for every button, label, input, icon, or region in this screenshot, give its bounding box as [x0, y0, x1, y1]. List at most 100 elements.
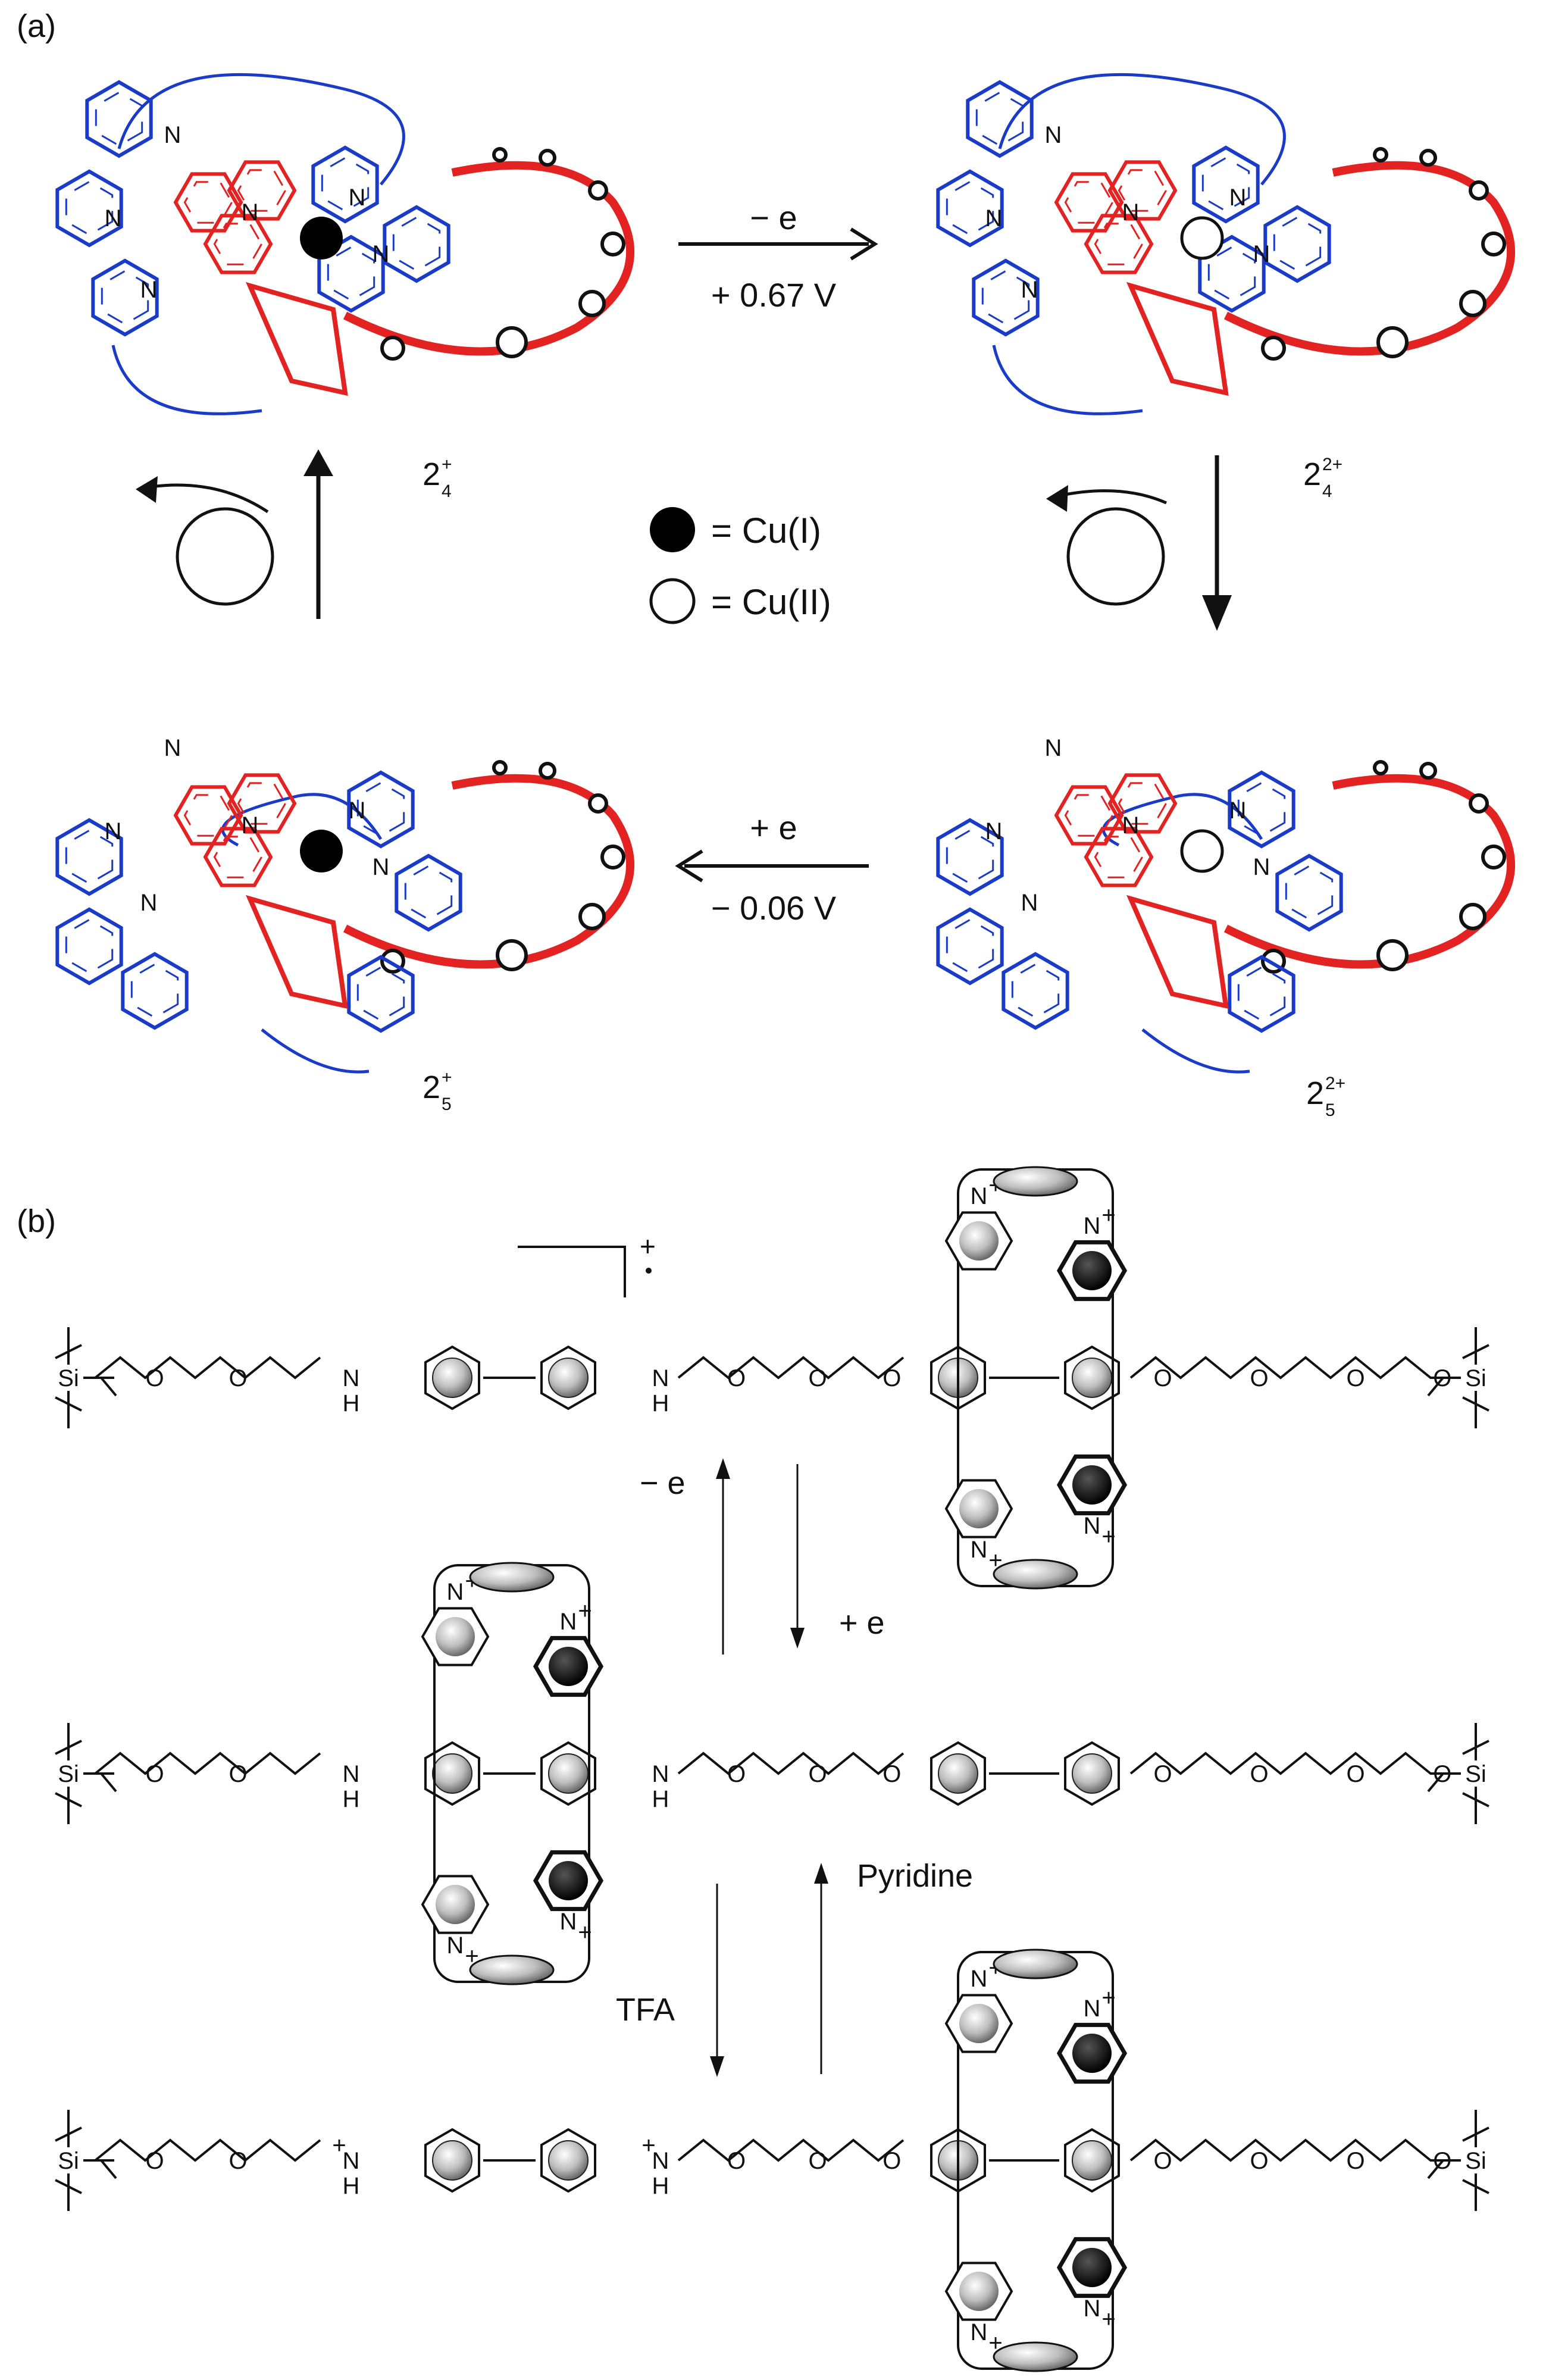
- glycol-mid-o-2: O: [882, 2148, 901, 2174]
- nitrogen-2: N: [140, 277, 158, 303]
- red-macrocycle-loop: [1223, 161, 1516, 356]
- benzidine-ring-2-ball: [548, 2140, 589, 2181]
- blue-ring-1-inner: [65, 918, 114, 974]
- benzidine-ring-1-ball: [432, 1358, 472, 1398]
- glycol-left-o-0: O: [145, 1761, 164, 1787]
- nitrogen-5: N: [373, 241, 390, 267]
- nitrogen-3: N: [1229, 184, 1247, 211]
- nitrogen-4: N: [242, 199, 259, 226]
- blue-ring-2-inner: [130, 963, 179, 1019]
- cbpqt-ring-n-3: N: [560, 1909, 577, 1935]
- copper-1-icon: [300, 217, 343, 259]
- silyl-left-branch-a-0: [55, 1740, 82, 1755]
- silyl-right-branch-a-1: [1462, 2179, 1489, 2194]
- blue-ring-0: [85, 80, 153, 158]
- red-ring-2: [1084, 214, 1154, 274]
- red-phenyl: [245, 895, 348, 1009]
- nitrogen-5: N: [1253, 241, 1270, 267]
- blue-ring-5-inner: [392, 216, 441, 272]
- b-arrow-tfa: TFA: [616, 1884, 724, 2077]
- red-macrocycle-loop: [343, 774, 635, 969]
- red-ring-2-inner: [213, 223, 263, 265]
- blue-ring-1: [936, 169, 1004, 248]
- glycol-right-o-1: O: [1250, 2148, 1268, 2174]
- amine-h-left: H: [343, 1390, 360, 1416]
- glycol-mid: [677, 1356, 905, 1380]
- blue-ring-2: [91, 258, 159, 337]
- red-phenyl: [245, 282, 348, 396]
- oxygen-icon-5: [539, 762, 556, 780]
- copper-1-icon: [300, 830, 343, 872]
- red-ring-0: [173, 785, 243, 846]
- glycol-right-o-2: O: [1346, 1761, 1365, 1787]
- red-ring-0: [1054, 785, 1124, 846]
- cu2-marker-icon: [649, 578, 696, 624]
- blue-ring-3: [1228, 770, 1295, 849]
- cbpqt-ring-bipy-ball-1: [959, 1489, 999, 1528]
- benzidine-ring-1-ball: [432, 2140, 472, 2181]
- b-arrow-pyridine-label: Pyridine: [857, 1858, 973, 1894]
- silyl-left-branch-a-1: [55, 2179, 82, 2194]
- oxygen-icon-6: [1373, 760, 1388, 775]
- blue-ring-2-inner: [101, 270, 149, 326]
- nitrogen-1: N: [985, 205, 1003, 232]
- blue-ring-5: [383, 205, 450, 283]
- silyl-right-branch-a-1: [1462, 1792, 1489, 1807]
- red-ring-1: [227, 773, 297, 834]
- blue-ring-1: [55, 907, 123, 986]
- oxygen-icon-4: [588, 180, 608, 201]
- state-tl-sup: +: [442, 455, 452, 474]
- cbpqt-ring-bipy-ball-3: [549, 1861, 588, 1900]
- silyl-left-si: Si: [58, 1365, 79, 1391]
- glycol-mid-o-0: O: [727, 2148, 746, 2174]
- nitrogen-4: N: [1122, 812, 1140, 839]
- blue-ring-1: [936, 907, 1004, 986]
- state-bl-sub: 5: [442, 1094, 452, 1114]
- red-ring-2: [203, 827, 273, 887]
- oxygen-icon-0: [380, 336, 405, 361]
- silyl-right-branch-b-2: [1427, 1772, 1444, 1793]
- silyl-right-branch-a-1: [1462, 1396, 1489, 1412]
- blue-ring-2-inner: [981, 270, 1030, 326]
- left-up-arrow: [136, 449, 333, 619]
- oxygen-icon-3: [1481, 845, 1506, 870]
- glycol-mid-o-2: O: [882, 1365, 901, 1391]
- cbpqt-ring-plus-3: +: [1101, 2306, 1115, 2332]
- silyl-left-branch-a-1: [55, 1396, 82, 1412]
- blue-ring-2: [972, 258, 1040, 337]
- silyl-left-branch-b-2: [100, 1772, 117, 1793]
- benzidine-ring-2-ball: [548, 1358, 589, 1398]
- panel-a-label: (a): [17, 8, 56, 44]
- glycol-mid-o-1: O: [808, 1365, 827, 1391]
- oxygen-icon-2: [1459, 290, 1486, 317]
- silyl-right-branch-a-0: [1462, 1344, 1489, 1359]
- red-phenyl: [1126, 895, 1229, 1009]
- cu1-marker-icon: [650, 507, 695, 552]
- nitrogen-0: N: [164, 735, 181, 761]
- oxygen-icon-0: [1261, 336, 1286, 361]
- blue-ring-3: [311, 145, 379, 224]
- state-tr-sub: 4: [1322, 481, 1332, 501]
- cbpqt-ring-bipy-ball-0: [959, 2004, 999, 2043]
- state-label-bl: 2 + 5: [423, 1068, 452, 1114]
- glycol-mid-o-0: O: [727, 1365, 746, 1391]
- ammonium-plus-left: +: [332, 2132, 346, 2159]
- amine-n-right: N: [652, 1365, 669, 1391]
- blue-ring-3-inner: [321, 157, 370, 212]
- blue-ring-0: [936, 818, 1004, 896]
- reduction-arrow-top: + e: [750, 809, 797, 846]
- cbpqt-ring-bipy-ball-2: [1072, 2034, 1112, 2073]
- glycol-right-o-3: O: [1433, 1365, 1451, 1391]
- glycol-right-o-0: O: [1153, 2148, 1172, 2174]
- glycol-right-o-3: O: [1433, 1761, 1451, 1787]
- panel-b-label: (b): [17, 1203, 56, 1239]
- amine-n-left: N: [343, 1365, 360, 1391]
- oxygen-icon-3: [1481, 232, 1506, 257]
- b-arrow-plus-e: + e: [839, 1605, 885, 1641]
- blue-ring-2-inner: [1011, 963, 1060, 1019]
- blue-ring-0-inner: [65, 829, 114, 885]
